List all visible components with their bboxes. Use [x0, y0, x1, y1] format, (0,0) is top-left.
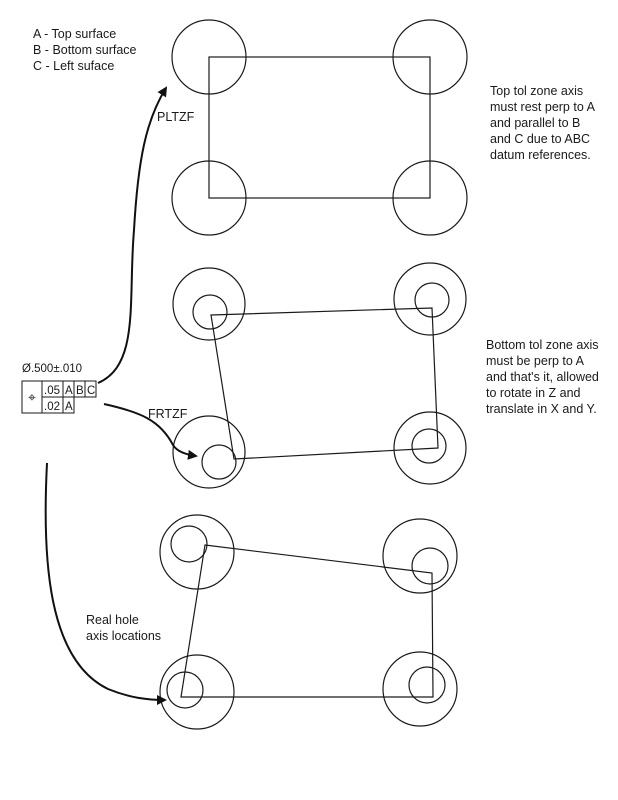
- datum-legend: A - Top surface B - Bottom surface C - L…: [33, 27, 137, 73]
- pltzf-label: PLTZF: [157, 110, 195, 124]
- tol-zone-circle: [159, 654, 235, 730]
- pattern-frame: [180, 544, 434, 698]
- pattern-frame: [210, 307, 439, 460]
- frtzf-label: FRTZF: [148, 407, 188, 421]
- arrow-to-frtzf: [103, 403, 198, 460]
- tol-zone-circle: [393, 411, 467, 485]
- note-line: Top tol zone axis: [490, 84, 583, 98]
- hole-circle: [166, 671, 204, 709]
- fcf-row2-tol: .02: [44, 401, 60, 413]
- fcf-cell: [62, 396, 75, 414]
- pltzf-pattern: [171, 19, 468, 236]
- fcf-row1-datum-a: A: [65, 385, 73, 397]
- legend-line-a: A - Top surface: [33, 27, 116, 41]
- note-line: datum references.: [490, 148, 591, 162]
- note-line: translate in X and Y.: [486, 402, 597, 416]
- tol-zone-circle: [393, 262, 467, 336]
- refinement-circle: [201, 444, 237, 480]
- fcf-row2-datum-a: A: [65, 401, 73, 413]
- refinement-circle: [192, 294, 228, 330]
- refinement-circle: [411, 428, 447, 464]
- tol-zone-circle: [382, 518, 458, 594]
- real-hole-label-line-2: axis locations: [86, 629, 161, 643]
- legend-line-c: C - Left suface: [33, 59, 114, 73]
- note-line: to rotate in Z and: [486, 386, 581, 400]
- hole-circle: [411, 547, 449, 585]
- arrow-to-pltzf: [97, 86, 168, 384]
- hole-circle: [408, 666, 446, 704]
- tol-zone-circle: [172, 267, 246, 341]
- real-hole-label-line-1: Real hole: [86, 613, 139, 627]
- arrow-to-real-holes: [44, 462, 167, 705]
- fcf-row1-datum-b: B: [76, 385, 84, 397]
- tol-zone-circle: [159, 514, 235, 590]
- real-hole-pattern: [159, 514, 458, 730]
- hole-circle: [170, 525, 208, 563]
- pattern-frame: [208, 56, 431, 199]
- tol-zone-circle: [172, 415, 246, 489]
- legend-line-b: B - Bottom surface: [33, 43, 137, 57]
- fcf-size-callout: Ø.500±.010: [22, 363, 82, 375]
- note-line: must be perp to A: [486, 354, 585, 368]
- tol-zone-circle: [382, 651, 458, 727]
- fcf-row1-tol: .05: [44, 385, 60, 397]
- frtzf-pattern: [172, 262, 467, 489]
- top-note: Top tol zone axis must rest perp to A an…: [490, 84, 596, 162]
- note-line: and parallel to B: [490, 116, 580, 130]
- note-line: and C due to ABC: [490, 132, 590, 146]
- note-line: and that's it, allowed: [486, 370, 599, 384]
- position-symbol-icon: ⌖: [28, 390, 36, 406]
- note-line: Bottom tol zone axis: [486, 338, 599, 352]
- fcf-row1-datum-c: C: [87, 385, 95, 397]
- note-line: must rest perp to A: [490, 100, 596, 114]
- fcf-cell: [84, 380, 97, 398]
- feature-control-frame: Ø.500±.010 ⌖ .05 A B C .02 A: [21, 363, 97, 414]
- bottom-note: Bottom tol zone axis must be perp to A a…: [486, 338, 599, 416]
